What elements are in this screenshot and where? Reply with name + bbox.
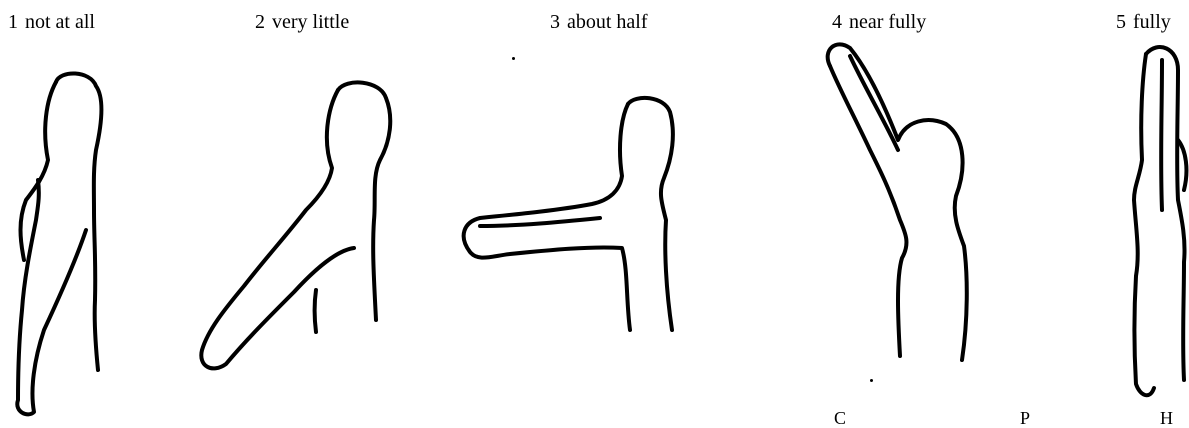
figure-arm-down-icon — [0, 0, 220, 423]
cropped-text-fragment: P — [1020, 408, 1030, 428]
figure-arm-raised-icon — [790, 0, 1010, 423]
figure-arm-low-icon — [190, 0, 440, 423]
cropped-text-fragment: H — [1160, 408, 1173, 428]
cropped-text-fragment: C — [834, 408, 846, 428]
figure-arm-up-icon — [1050, 0, 1189, 423]
figure-arm-forward-icon — [450, 0, 710, 423]
stray-mark — [512, 57, 515, 60]
stray-mark — [870, 379, 873, 382]
